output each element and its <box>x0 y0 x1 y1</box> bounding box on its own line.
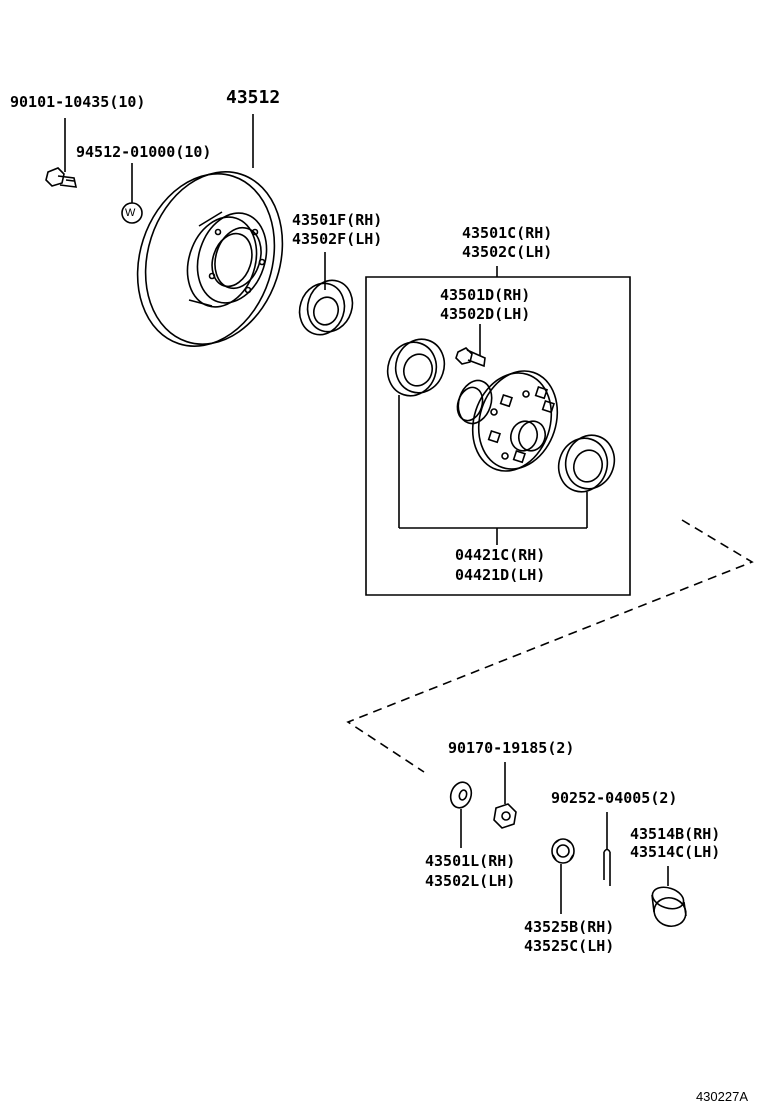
hub-bolt-lh: 43502D(LH) <box>440 305 531 323</box>
hub-sub-assy-lh: 43502C(LH) <box>462 243 553 261</box>
hub-sub-assy-rh: 43501C(RH) <box>462 224 553 242</box>
bolt-drawing <box>46 118 76 187</box>
grease-cap-drawing <box>650 866 690 930</box>
claw-washer-rh: 43501L(RH) <box>425 852 516 870</box>
washer-mark: W <box>125 207 136 219</box>
rotor-drawing <box>116 114 304 364</box>
grease-cap-rh: 43514B(RH) <box>630 825 721 843</box>
hub-drawing <box>453 361 570 482</box>
bolt-part-number: 90101-10435(10) <box>10 93 146 111</box>
bearing-set-lh: 04421D(LH) <box>455 566 546 584</box>
grease-cap-lh: 43514C(LH) <box>630 843 721 861</box>
lock-cap-lh: 43525C(LH) <box>524 937 615 955</box>
bearing-bracket <box>399 528 587 545</box>
washer-part-number: 94512-01000(10) <box>76 143 212 161</box>
hub-assembly-box <box>366 266 630 595</box>
washer-drawing <box>122 163 142 223</box>
nut-part-number: 90170-19185(2) <box>448 739 575 757</box>
cotter-pin-drawing <box>604 812 610 886</box>
oil-seal-drawing <box>293 252 359 341</box>
inner-bearing-drawing <box>381 333 451 528</box>
lock-cap-rh: 43525B(RH) <box>524 918 615 936</box>
bearing-set-rh: 04421C(RH) <box>455 546 546 564</box>
hub-bolt-rh: 43501D(RH) <box>440 286 531 304</box>
lock-cap-drawing <box>552 839 574 914</box>
claw-washer-lh: 43502L(LH) <box>425 872 516 890</box>
hub-bolt-drawing <box>456 324 485 366</box>
rotor-part-number: 43512 <box>226 87 281 108</box>
cotter-pin-part-number: 90252-04005(2) <box>551 789 678 807</box>
nut-drawing <box>494 762 516 828</box>
dashed-connector <box>348 520 752 772</box>
outer-bearing-drawing <box>552 429 621 528</box>
seal-outer-lh: 43502F(LH) <box>292 230 383 248</box>
seal-outer-rh: 43501F(RH) <box>292 211 383 229</box>
claw-washer-drawing <box>447 780 474 848</box>
drawing-id: 430227A <box>695 1089 748 1104</box>
